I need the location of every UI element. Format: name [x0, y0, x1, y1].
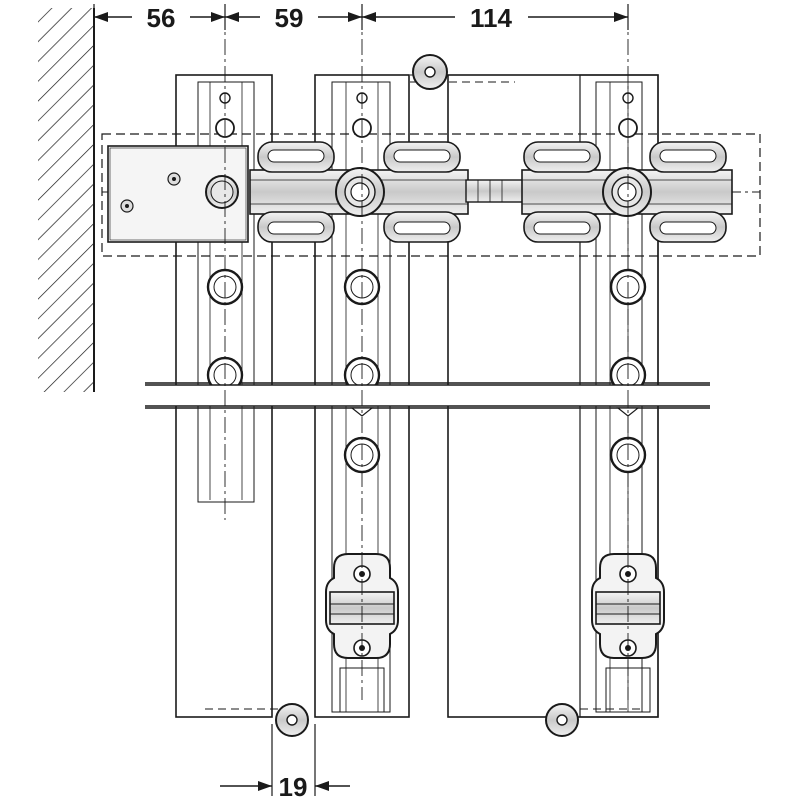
- dimension-line-59: [225, 12, 362, 22]
- dimension-label-114: 114: [470, 3, 512, 33]
- dimension-label-56: 56: [147, 3, 176, 33]
- roller-wheel: [383, 141, 461, 243]
- dimension-line-19: [220, 781, 350, 791]
- center-lines: [224, 12, 629, 700]
- dimension-label-59: 59: [275, 3, 304, 33]
- roller-carriage-2: [521, 141, 733, 243]
- floor-guide-roller-1: [275, 703, 309, 737]
- roller-wheel: [523, 141, 601, 243]
- dimension-line-114: [362, 12, 628, 22]
- dimension-label-19: 19: [279, 772, 308, 800]
- dimension-line-56: [94, 12, 225, 22]
- roller-wheel: [649, 141, 727, 243]
- guide-rail-middle-overlay: [145, 384, 710, 417]
- wall-bracket: [107, 145, 249, 243]
- top-guide-roller: [412, 54, 448, 90]
- floor-guide-roller-2: [545, 703, 579, 737]
- roller-wheel: [257, 141, 335, 243]
- connecting-rod: [465, 179, 527, 203]
- wall: [38, 8, 95, 392]
- wall-hatch: [38, 8, 94, 392]
- roller-carriage-1: [249, 141, 469, 243]
